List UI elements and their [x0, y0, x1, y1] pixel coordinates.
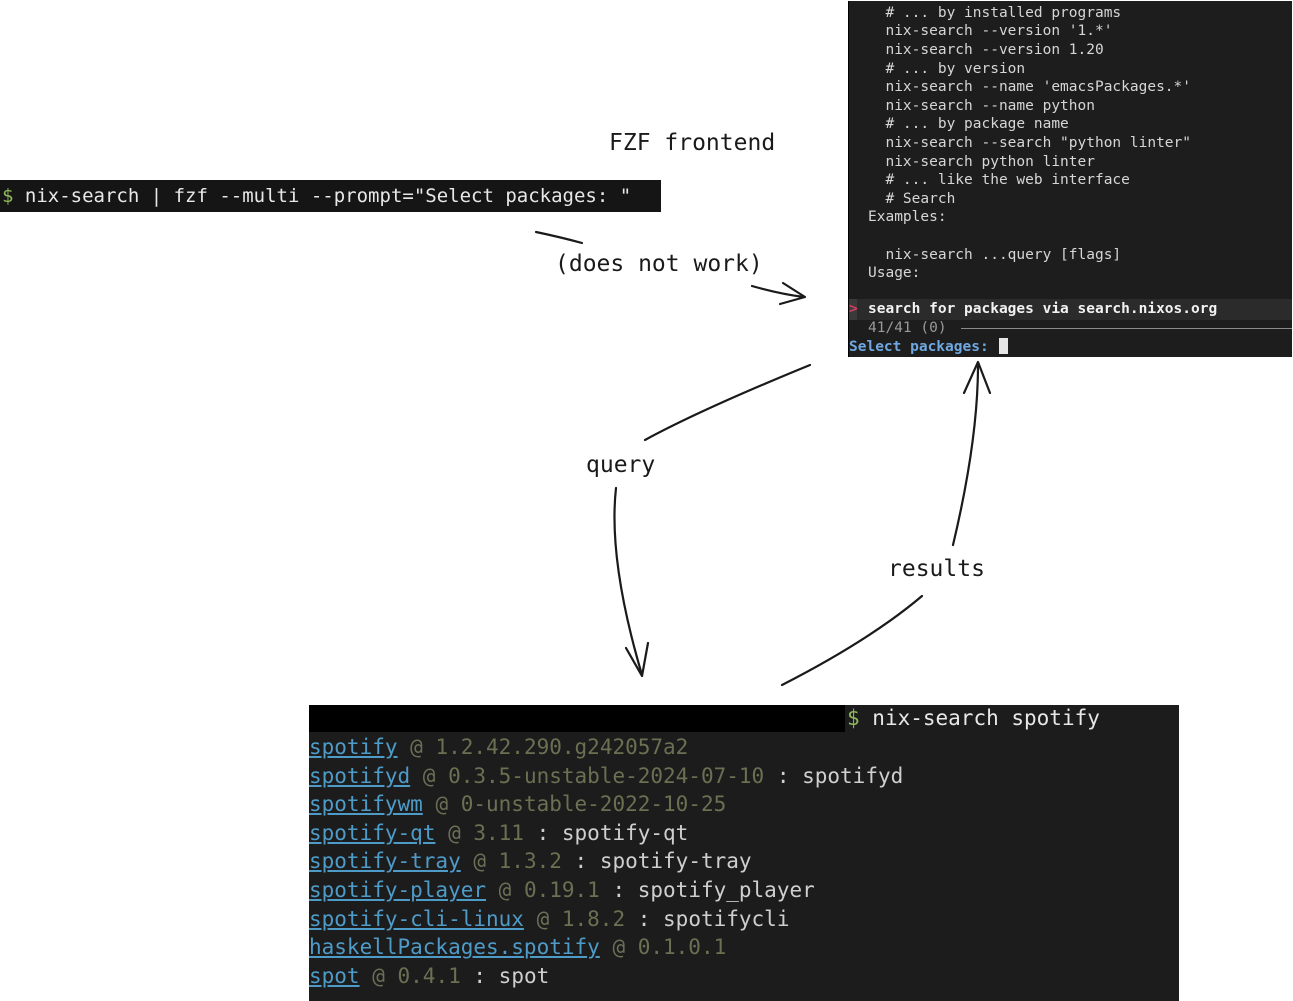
package-link[interactable]: spotify-cli-linux — [309, 906, 524, 931]
fzf-prompt-label: Select packages: — [849, 339, 998, 355]
command-prompt-symbol: $ — [2, 185, 14, 207]
package-version: 0-unstable-2022-10-25 — [460, 792, 727, 817]
package-description: spotifycli — [663, 906, 790, 931]
fzf-window: # ... by installed programs nix-search -… — [848, 1, 1292, 357]
fzf-gutter — [849, 299, 857, 320]
fzf-help-line: nix-search --version '1.*' — [868, 23, 1113, 39]
results-arrow-upper — [951, 363, 980, 547]
result-row: spotify @ 1.2.42.290.g242057a2 — [309, 733, 688, 761]
fzf-help-line: Examples: — [868, 209, 947, 225]
package-version: 1.8.2 — [561, 906, 626, 931]
result-row: spotify-tray @ 1.3.2 : spotify-tray — [309, 847, 752, 875]
package-link[interactable]: spotify-player — [309, 878, 487, 902]
fzf-command-bar: $ nix-search | fzf --multi --prompt="Sel… — [0, 180, 661, 212]
fzf-help-line: # ... by package name — [868, 116, 1069, 132]
result-row: spotify-cli-linux @ 1.8.2 : spotifycli — [309, 905, 789, 933]
package-version: 0.19.1 — [523, 878, 600, 902]
version-separator: @ — [422, 792, 461, 817]
package-link[interactable]: haskellPackages.spotify — [309, 935, 600, 960]
results-arrow-lower — [780, 594, 924, 687]
package-description: spotify-tray — [599, 849, 752, 874]
result-row: spot @ 0.4.1 : spot — [309, 962, 549, 990]
fzf-selected-text: search for packages via search.nixos.org — [868, 301, 1218, 317]
version-separator: @ — [486, 878, 524, 902]
fzf-help-line: nix-search --name python — [868, 98, 1095, 114]
version-separator: @ — [435, 820, 474, 845]
version-separator: @ — [359, 963, 398, 988]
package-version: 1.3.2 — [498, 849, 562, 874]
fzf-help-line: nix-search ...query [flags] — [868, 247, 1122, 263]
package-description: spotify-qt — [561, 820, 689, 845]
package-version: 0.3.5-unstable-2024-07-10 — [448, 763, 765, 788]
description-separator: : — [460, 963, 499, 988]
description-separator: : — [625, 906, 664, 931]
package-link[interactable]: spotify — [309, 735, 398, 759]
result-row: spotifywm @ 0-unstable-2022-10-25 — [309, 790, 726, 818]
description-separator: : — [764, 763, 803, 788]
package-link[interactable]: spot — [309, 963, 360, 988]
package-description: spotify_player — [637, 878, 815, 902]
fzf-help-line: # Search — [868, 191, 956, 207]
description-separator: : — [523, 820, 562, 845]
package-version: 3.11 — [473, 820, 524, 845]
fzf-selected-item[interactable]: search for packages via search.nixos.org — [857, 299, 1292, 320]
results-terminal: $ nix-search spotify spotify @ 1.2.42.29… — [309, 705, 1179, 1001]
fzf-help-line: nix-search python linter — [868, 154, 1095, 170]
version-separator: @ — [460, 849, 499, 874]
does-not-work-label: (does not work) — [555, 251, 763, 277]
terminal-titlebar — [309, 705, 845, 732]
fzf-counter-text: 41/41 (0) — [868, 320, 947, 336]
query-label: query — [586, 452, 656, 478]
fzf-help-line: # ... by version — [868, 61, 1026, 77]
fzf-separator — [961, 328, 1292, 329]
terminal-prompt-symbol: $ — [847, 706, 860, 730]
fzf-pointer: > — [849, 301, 858, 317]
package-version: 1.2.42.290.g242057a2 — [435, 735, 689, 759]
package-version: 0.1.0.1 — [637, 935, 727, 960]
fzf-help-line: # ... like the web interface — [868, 172, 1130, 188]
does-not-work-arrowhead — [778, 281, 807, 306]
version-separator: @ — [410, 763, 449, 788]
fzf-counter: 41/41 (0) — [868, 319, 947, 337]
fzf-help-line: Usage: — [868, 265, 921, 281]
query-arrowhead — [624, 641, 650, 678]
description-separator: : — [561, 849, 600, 874]
package-link[interactable]: spotifyd — [309, 763, 411, 788]
results-arrowhead — [962, 360, 992, 395]
result-row: spotify-qt @ 3.11 : spotify-qt — [309, 819, 688, 847]
nix-search-command: $ nix-search spotify — [847, 705, 1100, 732]
package-description: spotifyd — [802, 763, 904, 788]
version-separator: @ — [599, 935, 638, 960]
fzf-help-line: nix-search --version 1.20 — [868, 42, 1104, 58]
query-arrow-lower — [613, 486, 644, 677]
package-link[interactable]: spotify-tray — [309, 849, 461, 874]
version-separator: @ — [523, 906, 562, 931]
does-not-work-arrow — [750, 284, 806, 299]
fzf-help-line: nix-search --search "python linter" — [868, 135, 1192, 151]
fzf-help-line: # ... by installed programs — [868, 5, 1122, 21]
does-not-work-stroke — [534, 230, 584, 245]
query-arrow-upper — [643, 363, 812, 442]
fzf-command-text: nix-search | fzf --multi --prompt="Selec… — [13, 185, 632, 207]
package-version: 0.4.1 — [397, 963, 461, 988]
version-separator: @ — [397, 735, 436, 759]
result-row: spotifyd @ 0.3.5-unstable-2024-07-10 : s… — [309, 762, 903, 790]
fzf-frontend-label: FZF frontend — [609, 130, 776, 156]
package-link[interactable]: spotifywm — [309, 792, 423, 817]
fzf-help-line: nix-search --name 'emacsPackages.*' — [868, 79, 1192, 95]
description-separator: : — [599, 878, 638, 902]
result-row: haskellPackages.spotify @ 0.1.0.1 — [309, 933, 726, 961]
fzf-prompt-input[interactable]: Select packages: — [849, 337, 1009, 357]
package-link[interactable]: spotify-qt — [309, 820, 436, 845]
result-row: spotify-player @ 0.19.1 : spotify_player — [309, 876, 815, 904]
fzf-cursor — [999, 338, 1009, 354]
package-description: spot — [498, 963, 550, 988]
nix-search-command-text: nix-search spotify — [859, 706, 1100, 730]
results-label: results — [888, 556, 985, 582]
